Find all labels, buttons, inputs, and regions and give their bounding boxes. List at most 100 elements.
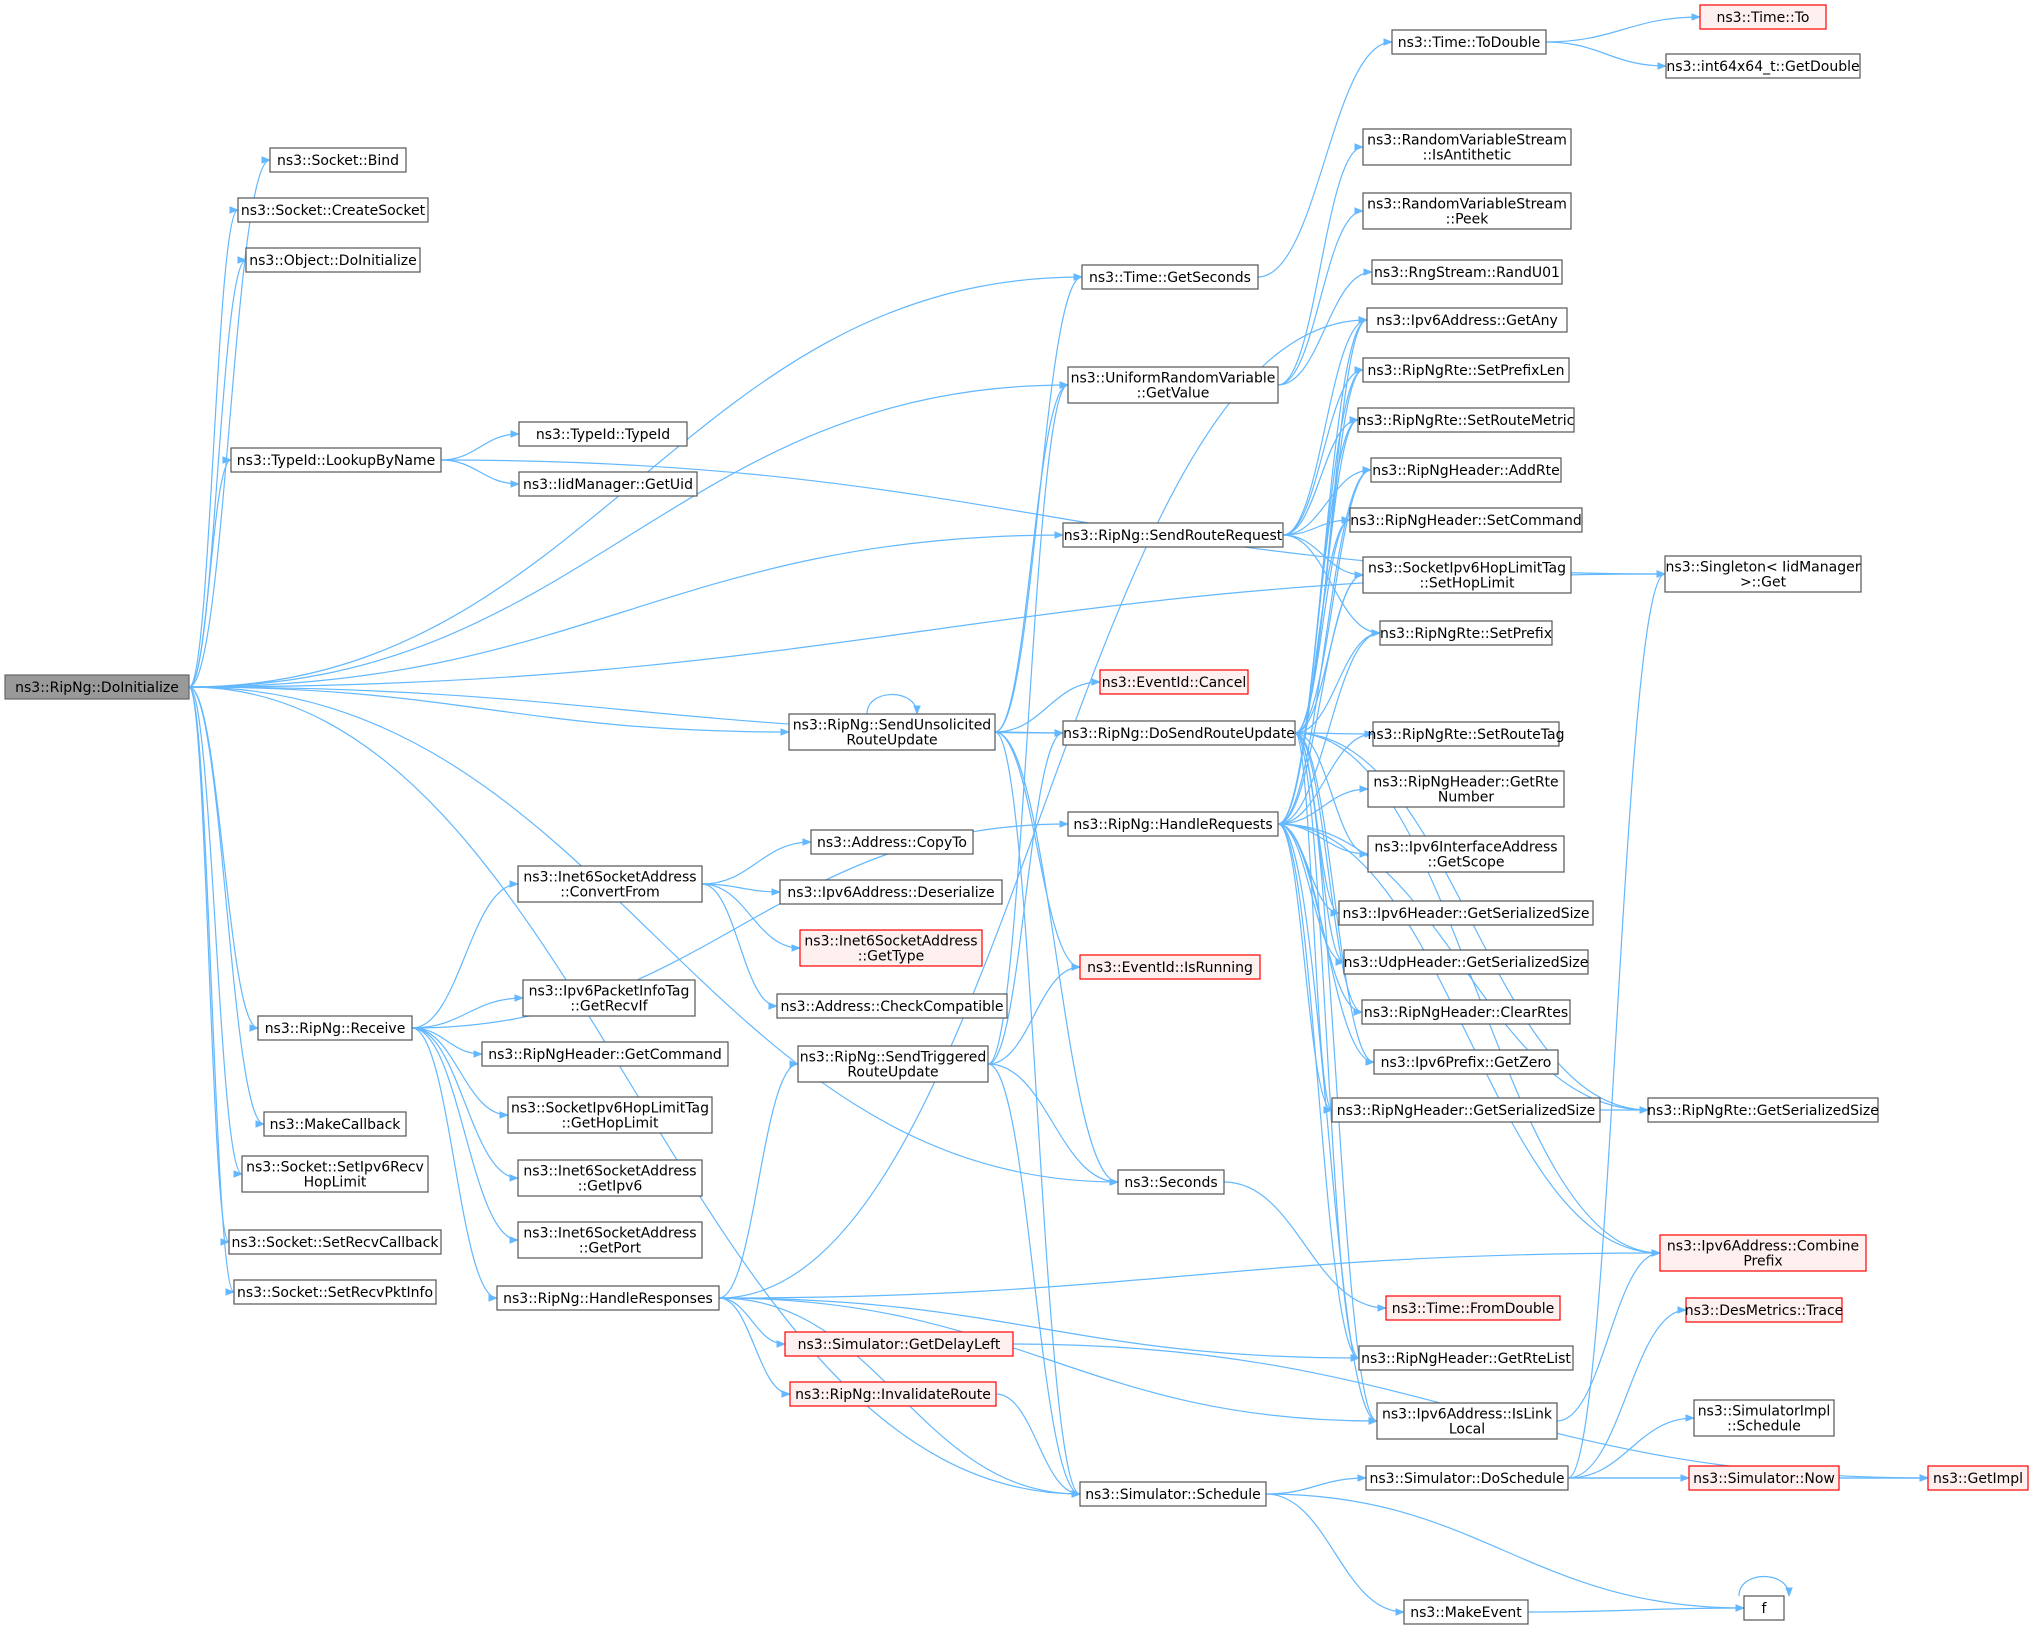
node-getport[interactable]: ns3::Inet6SocketAddress::GetPort — [517, 1221, 703, 1259]
node-gethoplimit[interactable]: ns3::SocketIpv6HopLimitTag::GetHopLimit — [507, 1096, 713, 1134]
node-singleton[interactable]: ns3::Singleton< IidManager >::Get — [1664, 555, 1862, 593]
node-doschedule[interactable]: ns3::Simulator::DoSchedule — [1365, 1465, 1569, 1491]
node-seconds[interactable]: ns3::Seconds — [1117, 1169, 1225, 1195]
node-addrte[interactable]: ns3::RipNgHeader::AddRte — [1370, 457, 1562, 483]
node-lookupbyname[interactable]: ns3::TypeId::LookupByName — [230, 447, 442, 473]
node-deserialize[interactable]: ns3::Ipv6Address::Deserialize — [779, 879, 1003, 905]
edge-dosendroute-to-setprefix — [1294, 629, 1381, 734]
node-gettype[interactable]: ns3::Inet6SocketAddress::GetType — [799, 929, 983, 967]
edge — [188, 531, 1064, 688]
edge — [1545, 13, 1701, 43]
node-box — [263, 1111, 407, 1137]
node-box — [788, 713, 996, 751]
node-setroutemetric[interactable]: ns3::RipNgRte::SetRouteMetric — [1357, 407, 1575, 433]
node-makeevent[interactable]: ns3::MakeEvent — [1403, 1599, 1529, 1625]
node-isanti[interactable]: ns3::RandomVariableStream::IsAntithetic — [1362, 128, 1572, 166]
node-udphdrsize[interactable]: ns3::UdpHeader::GetSerializedSize — [1343, 949, 1589, 975]
node-sendroutereq[interactable]: ns3::RipNg::SendRouteRequest — [1062, 522, 1284, 548]
node-bind[interactable]: ns3::Socket::Bind — [269, 147, 407, 173]
edge — [188, 686, 259, 1032]
node-dosendroute[interactable]: ns3::RipNg::DoSendRouteUpdate — [1062, 720, 1296, 746]
node-box — [797, 1045, 989, 1083]
node-urvgetvalue[interactable]: ns3::UniformRandomVariable::GetValue — [1067, 366, 1279, 404]
node-setprefix[interactable]: ns3::RipNgRte::SetPrefix — [1379, 620, 1553, 646]
node-makecallback[interactable]: ns3::MakeCallback — [263, 1111, 407, 1137]
node-checkcompat[interactable]: ns3::Address::CheckCompatible — [776, 993, 1008, 1019]
node-handlereq[interactable]: ns3::RipNg::HandleRequests — [1067, 811, 1279, 837]
edge — [1294, 516, 1351, 734]
node-getimpl[interactable]: ns3::GetImpl — [1927, 1465, 2029, 1491]
node-timeto[interactable]: ns3::Time::To — [1699, 4, 1827, 30]
edge-sendunsol-to-seconds — [994, 731, 1119, 1186]
node-setrecvpkt[interactable]: ns3::Socket::SetRecvPktInfo — [233, 1279, 437, 1305]
node-getcommand[interactable]: ns3::RipNgHeader::GetCommand — [481, 1041, 729, 1067]
node-typeid[interactable]: ns3::TypeId::TypeId — [518, 421, 688, 447]
node-clearrtes[interactable]: ns3::RipNgHeader::ClearRtes — [1361, 999, 1571, 1025]
node-timegetsec[interactable]: ns3::Time::GetSeconds — [1081, 264, 1259, 290]
node-rtesize[interactable]: ns3::RipNgRte::GetSerializedSize — [1647, 1097, 1879, 1123]
edge — [1277, 823, 1360, 1362]
edge — [1277, 629, 1381, 825]
node-setrecvcb[interactable]: ns3::Socket::SetRecvCallback — [228, 1229, 442, 1255]
node-getipv6[interactable]: ns3::Inet6SocketAddress::GetIpv6 — [517, 1159, 703, 1197]
edge-dosendroute-to-setroutemetric — [1294, 416, 1359, 734]
node-now[interactable]: ns3::Simulator::Now — [1688, 1465, 1840, 1491]
node-riphdrsize[interactable]: ns3::RipNgHeader::GetSerializedSize — [1331, 1097, 1601, 1123]
edge-urvgetvalue-to-isanti — [1277, 143, 1364, 386]
node-getany[interactable]: ns3::Ipv6Address::GetAny — [1366, 307, 1568, 333]
edge — [1265, 1493, 1745, 1612]
node-randu01[interactable]: ns3::RngStream::RandU01 — [1371, 259, 1563, 285]
node-f[interactable]: f — [1743, 1595, 1785, 1621]
node-fromdouble[interactable]: ns3::Time::FromDouble — [1385, 1295, 1561, 1321]
node-handleresp[interactable]: ns3::RipNg::HandleResponses — [496, 1285, 720, 1311]
edge-root-to-setrecvcb — [188, 686, 230, 1246]
node-trace[interactable]: ns3::DesMetrics::Trace — [1685, 1297, 1844, 1323]
node-schedule[interactable]: ns3::Simulator::Schedule — [1079, 1481, 1267, 1507]
node-root[interactable]: ns3::RipNg::DoInitialize — [4, 674, 190, 700]
node-getdelayleft[interactable]: ns3::Simulator::GetDelayLeft — [784, 1331, 1014, 1357]
edge-handleresp-to-getdelayleft — [718, 1297, 786, 1348]
node-setroutetag[interactable]: ns3::RipNgRte::SetRouteTag — [1368, 721, 1565, 747]
node-ipv6hdrsize[interactable]: ns3::Ipv6Header::GetSerializedSize — [1338, 900, 1594, 926]
node-todouble[interactable]: ns3::Time::ToDouble — [1391, 29, 1547, 55]
node-sethoplimit[interactable]: ns3::SocketIpv6HopLimitTag::SetHopLimit — [1362, 556, 1572, 594]
node-objinit[interactable]: ns3::Object::DoInitialize — [245, 247, 421, 273]
node-implsched[interactable]: ns3::SimulatorImpl::Schedule — [1693, 1399, 1835, 1437]
node-label: ns3::Ipv6Address::GetAny — [1376, 313, 1558, 329]
node-getzero[interactable]: ns3::Ipv6Prefix::GetZero — [1373, 1049, 1559, 1075]
node-getscope[interactable]: ns3::Ipv6InterfaceAddress::GetScope — [1367, 835, 1565, 873]
node-label: ns3::RipNg::HandleResponses — [503, 1291, 713, 1307]
node-setcommand[interactable]: ns3::RipNgHeader::SetCommand — [1349, 507, 1583, 533]
node-peek[interactable]: ns3::RandomVariableStream::Peek — [1362, 192, 1572, 230]
node-box — [799, 929, 983, 967]
node-isrunning[interactable]: ns3::EventId::IsRunning — [1079, 954, 1261, 980]
node-receive[interactable]: ns3::RipNg::Receive — [257, 1015, 413, 1041]
edge-urvgetvalue-to-randu01 — [1277, 268, 1373, 386]
node-setprefixlen[interactable]: ns3::RipNgRte::SetPrefixLen — [1362, 357, 1570, 383]
edge — [188, 686, 243, 1178]
edge — [1738, 1576, 1793, 1597]
node-invalidate[interactable]: ns3::RipNg::InvalidateRoute — [789, 1381, 997, 1407]
node-copyto[interactable]: ns3::Address::CopyTo — [810, 829, 974, 855]
node-getrtelist[interactable]: ns3::RipNgHeader::GetRteList — [1358, 1345, 1574, 1371]
edge-handlereq-to-combine — [1277, 823, 1661, 1257]
edge — [411, 1027, 509, 1119]
node-label: ns3::Simulator::Schedule — [1085, 1487, 1261, 1503]
edge — [1277, 571, 1364, 825]
node-box — [1081, 264, 1259, 290]
node-getrecvif[interactable]: ns3::Ipv6PacketInfoTag::GetRecvIf — [522, 979, 696, 1017]
node-createsocket[interactable]: ns3::Socket::CreateSocket — [237, 197, 429, 223]
edge-sendroutereq-to-getany — [1282, 316, 1368, 536]
node-cancel[interactable]: ns3::EventId::Cancel — [1099, 669, 1249, 695]
node-label: ns3::RipNgRte::GetSerializedSize — [1647, 1103, 1879, 1119]
node-getuid[interactable]: ns3::IidManager::GetUid — [518, 471, 698, 497]
node-convertfrom[interactable]: ns3::Inet6SocketAddress::ConvertFrom — [517, 865, 703, 903]
node-label: ::GetHopLimit — [561, 1116, 659, 1132]
node-getdouble[interactable]: ns3::int64x64_t::GetDouble — [1665, 53, 1861, 79]
